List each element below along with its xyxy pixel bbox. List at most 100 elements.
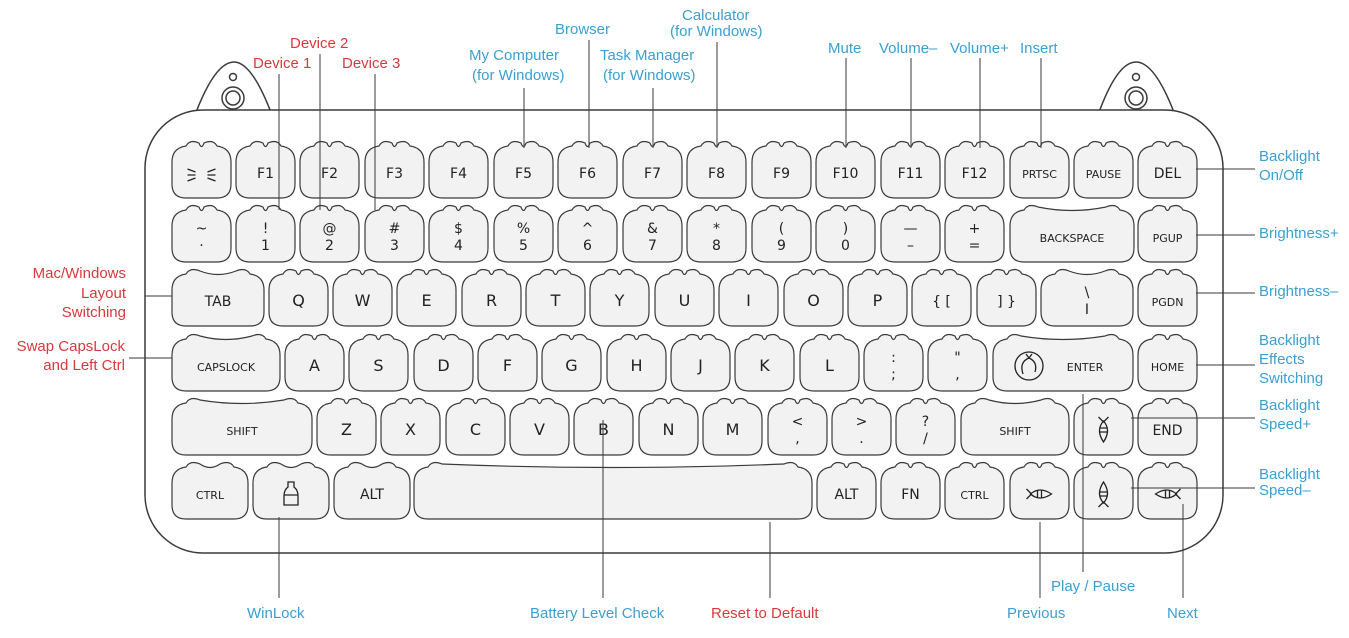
key-4-8: <, bbox=[767, 397, 828, 456]
keycap bbox=[1137, 268, 1198, 327]
key-label: FN bbox=[901, 487, 920, 503]
label-reset-default: Reset to Default bbox=[711, 605, 819, 622]
keycap bbox=[541, 333, 602, 392]
key-label-bottom: 9 bbox=[777, 238, 786, 254]
key-label: R bbox=[486, 291, 497, 310]
key-label: V bbox=[534, 420, 545, 439]
key-4-13: END bbox=[1137, 397, 1198, 456]
key-label: Q bbox=[292, 291, 305, 310]
key-label: S bbox=[373, 356, 383, 375]
keycap bbox=[171, 333, 281, 392]
key-5-8 bbox=[1073, 461, 1134, 520]
key-label: F5 bbox=[515, 166, 532, 182]
keycap bbox=[815, 140, 876, 199]
key-label: L bbox=[825, 356, 834, 375]
label-previous: Previous bbox=[1007, 605, 1066, 622]
key-label: PGDN bbox=[1152, 296, 1184, 309]
key-4-10: ?/ bbox=[895, 397, 956, 456]
key-label-bottom: / bbox=[923, 431, 928, 447]
label-brightness-up: Brightness+ bbox=[1259, 225, 1339, 242]
keycap bbox=[235, 204, 296, 263]
key-0-11: F11 bbox=[880, 140, 941, 199]
key-4-7: M bbox=[702, 397, 763, 456]
key-2-3: E bbox=[396, 268, 457, 327]
cat-curled-icon bbox=[1014, 351, 1044, 381]
key-5-6: CTRL bbox=[944, 461, 1005, 520]
keycap bbox=[509, 397, 570, 456]
key-1-3: #3 bbox=[364, 204, 425, 263]
key-label-top: $ bbox=[454, 221, 463, 237]
key-label: W bbox=[355, 291, 371, 310]
key-2-5: T bbox=[525, 268, 586, 327]
key-0-5: F5 bbox=[493, 140, 554, 199]
label-backlight-3: Backlight bbox=[1259, 397, 1320, 414]
key-label: P bbox=[873, 291, 883, 310]
key-1-11: —– bbox=[880, 204, 941, 263]
key-2-6: Y bbox=[589, 268, 650, 327]
keycap bbox=[767, 397, 828, 456]
keycap bbox=[895, 397, 956, 456]
keycap bbox=[992, 333, 1134, 392]
keycap bbox=[171, 268, 265, 327]
label-my-computer-note: (for Windows) bbox=[472, 67, 565, 84]
key-1-13: BACKSPACE bbox=[1009, 204, 1135, 263]
keycap bbox=[831, 397, 892, 456]
key-label: DEL bbox=[1154, 166, 1182, 182]
key-5-1 bbox=[252, 461, 330, 520]
keycap bbox=[622, 140, 683, 199]
cat-whiskers-icon bbox=[187, 168, 216, 182]
key-4-4: V bbox=[509, 397, 570, 456]
keycap bbox=[1137, 397, 1198, 456]
keycap bbox=[670, 333, 731, 392]
key-3-3: D bbox=[413, 333, 474, 392]
keycap bbox=[493, 140, 554, 199]
label-backlight-4: Backlight bbox=[1259, 466, 1320, 483]
keycap bbox=[284, 333, 345, 392]
label-battery-check: Battery Level Check bbox=[530, 605, 665, 622]
label-winlock: WinLock bbox=[247, 605, 305, 622]
key-label: K bbox=[759, 356, 770, 375]
key-0-3: F3 bbox=[364, 140, 425, 199]
key-label: SHIFT bbox=[226, 425, 258, 438]
key-label: N bbox=[663, 420, 675, 439]
key-label-bottom: 8 bbox=[712, 238, 721, 254]
keycap bbox=[734, 333, 795, 392]
key-label-bottom: ; bbox=[891, 367, 896, 383]
key-4-0: SHIFT bbox=[171, 397, 313, 456]
key-label: END bbox=[1152, 423, 1182, 439]
key-2-13: \I bbox=[1040, 268, 1134, 327]
fish-down-icon bbox=[1098, 480, 1109, 508]
key-1-5: %5 bbox=[493, 204, 554, 263]
key-4-9: >. bbox=[831, 397, 892, 456]
key-3-5: G bbox=[541, 333, 602, 392]
key-label-bottom: , bbox=[795, 431, 799, 447]
label-on-off: On/Off bbox=[1259, 167, 1303, 184]
keycap bbox=[927, 333, 988, 392]
keycap bbox=[171, 461, 249, 520]
key-label: F11 bbox=[898, 166, 924, 182]
key-label: F1 bbox=[257, 166, 274, 182]
key-label: F4 bbox=[450, 166, 467, 182]
key-3-1: A bbox=[284, 333, 345, 392]
key-1-4: $4 bbox=[428, 204, 489, 263]
label-device-3: Device 3 bbox=[342, 55, 401, 72]
key-label-bottom: = bbox=[969, 238, 981, 254]
key-label-bottom: . bbox=[859, 431, 863, 447]
keycap bbox=[1009, 140, 1070, 199]
keycap bbox=[751, 140, 812, 199]
key-label: F10 bbox=[833, 166, 859, 182]
key-label-top: ~ bbox=[196, 221, 208, 237]
key-label-top: ) bbox=[843, 221, 848, 237]
key-label-top: # bbox=[389, 221, 401, 237]
keycap bbox=[348, 333, 409, 392]
key-label: O bbox=[807, 291, 820, 310]
key-label-top: ^ bbox=[582, 221, 594, 237]
keycap bbox=[461, 268, 522, 327]
label-speed-down: Speed– bbox=[1259, 482, 1311, 499]
key-0-7: F7 bbox=[622, 140, 683, 199]
keycap bbox=[299, 204, 360, 263]
keycap bbox=[880, 140, 941, 199]
keycap bbox=[606, 333, 667, 392]
key-label-bottom: 3 bbox=[390, 238, 399, 254]
